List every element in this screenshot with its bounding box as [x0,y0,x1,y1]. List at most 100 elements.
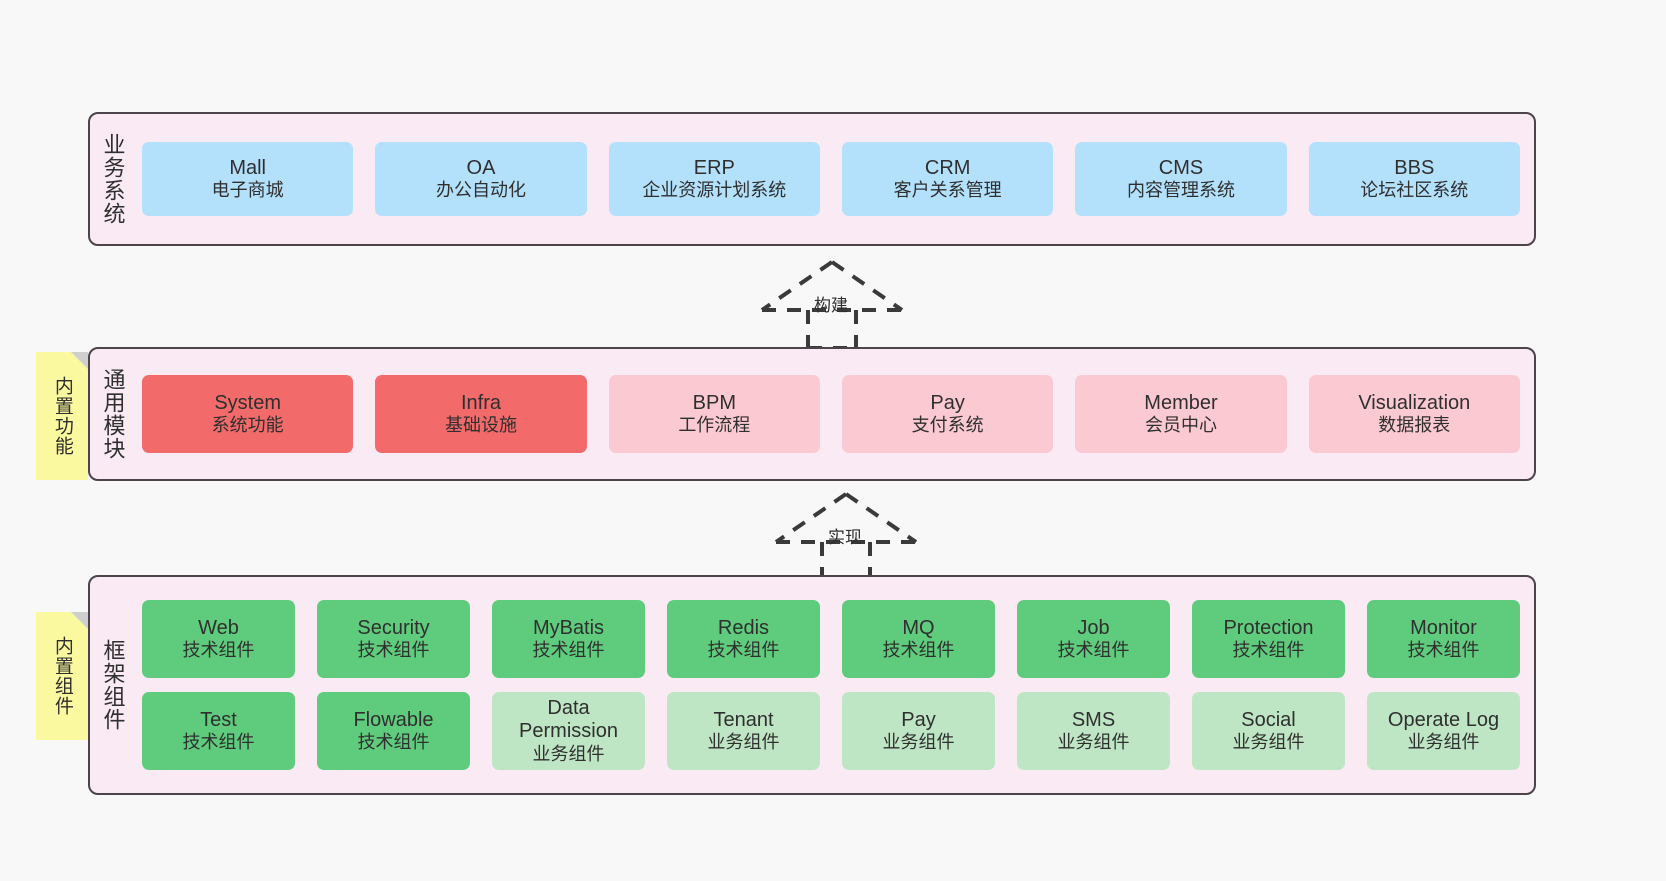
layer-business-system-title: 业务系统 [100,133,126,225]
layer-framework-components-title: 框架组件 [100,639,126,731]
card-data-permission-desc: 业务组件 [532,743,605,764]
note-fold-icon [71,612,88,629]
layer-common-modules-title: 通用模块 [100,368,126,460]
card-bpm-desc: 工作流程 [678,415,751,436]
card-member-desc: 会员中心 [1144,415,1217,436]
card-pay-module-desc: 支付系统 [911,415,984,436]
card-mall-desc: 电子商城 [211,180,284,201]
card-oa-name: OA [466,156,496,179]
module-card-row: System 系统功能 Infra 基础设施 BPM 工作流程 Pay 支付系统… [142,375,1520,453]
note-fold-icon [71,352,88,369]
card-visualization[interactable]: Visualization 数据报表 [1308,375,1520,453]
card-cms[interactable]: CMS 内容管理系统 [1075,142,1287,216]
card-visualization-name: Visualization [1358,391,1471,414]
card-crm-desc: 客户关系管理 [893,180,1002,201]
card-social-desc: 业务组件 [1232,732,1305,753]
card-test[interactable]: Test 技术组件 [142,692,295,770]
card-flowable[interactable]: Flowable 技术组件 [317,692,470,770]
card-flowable-desc: 技术组件 [357,732,430,753]
card-pay-component-name: Pay [901,708,936,731]
card-sms-desc: 业务组件 [1057,732,1130,753]
note-builtin-functions: 内置功能 [36,352,88,480]
card-sms[interactable]: SMS 业务组件 [1017,692,1170,770]
card-system[interactable]: System 系统功能 [142,375,354,453]
note-builtin-functions-text: 内置功能 [51,376,73,456]
arrow-implement-label: 实现 [828,528,862,547]
card-crm-name: CRM [924,156,971,179]
card-operate-log[interactable]: Operate Log 业务组件 [1367,692,1520,770]
card-system-desc: 系统功能 [211,415,284,436]
business-card-row: Mall 电子商城 OA 办公自动化 ERP 企业资源计划系统 CRM 客户关系… [142,142,1520,216]
note-builtin-components-text: 内置组件 [51,636,73,716]
card-erp-desc: 企业资源计划系统 [642,180,787,201]
card-erp-name: ERP [693,156,735,179]
card-social-name: Social [1241,708,1296,731]
card-infra-name: Infra [460,391,501,414]
card-security-name: Security [357,616,430,639]
card-redis[interactable]: Redis 技术组件 [667,600,820,678]
card-bbs[interactable]: BBS 论坛社区系统 [1308,142,1520,216]
card-flowable-name: Flowable [353,708,434,731]
card-oa-desc: 办公自动化 [435,180,526,201]
card-job-name: Job [1077,616,1110,639]
layer-framework-components-body: Web 技术组件 Security 技术组件 MyBatis 技术组件 Redi… [134,577,1534,793]
card-bbs-desc: 论坛社区系统 [1360,180,1469,201]
card-tenant[interactable]: Tenant 业务组件 [667,692,820,770]
card-mq-desc: 技术组件 [882,640,955,661]
layer-common-modules-body: System 系统功能 Infra 基础设施 BPM 工作流程 Pay 支付系统… [134,349,1534,479]
layer-business-system-body: Mall 电子商城 OA 办公自动化 ERP 企业资源计划系统 CRM 客户关系… [134,114,1534,244]
card-mybatis-desc: 技术组件 [532,640,605,661]
card-protection[interactable]: Protection 技术组件 [1192,600,1345,678]
card-test-name: Test [200,708,237,731]
card-system-name: System [214,391,281,414]
card-test-desc: 技术组件 [182,732,255,753]
card-mybatis[interactable]: MyBatis 技术组件 [492,600,645,678]
card-web-name: Web [198,616,239,639]
card-sms-name: SMS [1071,708,1116,731]
card-mq[interactable]: MQ 技术组件 [842,600,995,678]
card-protection-desc: 技术组件 [1232,640,1305,661]
arrow-implement: 实现 [766,490,926,582]
card-bpm[interactable]: BPM 工作流程 [608,375,820,453]
card-job[interactable]: Job 技术组件 [1017,600,1170,678]
card-web-desc: 技术组件 [182,640,255,661]
card-monitor-desc: 技术组件 [1407,640,1480,661]
card-monitor-name: Monitor [1410,616,1477,639]
card-data-permission[interactable]: Data Permission 业务组件 [492,692,645,770]
card-pay-component-desc: 业务组件 [882,732,955,753]
card-pay-component[interactable]: Pay 业务组件 [842,692,995,770]
card-protection-name: Protection [1223,616,1314,639]
card-social[interactable]: Social 业务组件 [1192,692,1345,770]
card-web[interactable]: Web 技术组件 [142,600,295,678]
card-erp[interactable]: ERP 企业资源计划系统 [608,142,820,216]
card-crm[interactable]: CRM 客户关系管理 [841,142,1054,216]
card-bbs-name: BBS [1394,156,1435,179]
card-security[interactable]: Security 技术组件 [317,600,470,678]
card-monitor[interactable]: Monitor 技术组件 [1367,600,1520,678]
card-tenant-name: Tenant [713,708,774,731]
card-oa[interactable]: OA 办公自动化 [375,142,587,216]
card-data-permission-name: Data Permission [519,696,618,743]
card-operate-log-desc: 业务组件 [1407,732,1480,753]
card-member-name: Member [1144,391,1218,414]
card-infra-desc: 基础设施 [444,415,517,436]
layer-framework-components: 框架组件 Web 技术组件 Security 技术组件 MyBatis 技术组件… [88,575,1536,795]
card-infra[interactable]: Infra 基础设施 [375,375,587,453]
note-builtin-components: 内置组件 [36,612,88,740]
card-tenant-desc: 业务组件 [707,732,780,753]
card-bpm-name: BPM [692,391,736,414]
card-cms-desc: 内容管理系统 [1126,180,1235,201]
card-security-desc: 技术组件 [357,640,430,661]
card-mall[interactable]: Mall 电子商城 [142,142,354,216]
card-visualization-desc: 数据报表 [1378,415,1451,436]
arrow-build: 构建 [752,258,912,350]
framework-biz-row: Test 技术组件 Flowable 技术组件 Data Permission … [142,692,1520,770]
card-mybatis-name: MyBatis [532,616,605,639]
layer-business-system: 业务系统 Mall 电子商城 OA 办公自动化 ERP 企业资源计划系统 CRM… [88,112,1536,246]
card-pay-module[interactable]: Pay 支付系统 [841,375,1054,453]
layer-common-modules: 通用模块 System 系统功能 Infra 基础设施 BPM 工作流程 Pay… [88,347,1536,481]
card-operate-log-name: Operate Log [1387,708,1500,731]
card-mall-name: Mall [229,156,266,179]
card-member[interactable]: Member 会员中心 [1075,375,1287,453]
